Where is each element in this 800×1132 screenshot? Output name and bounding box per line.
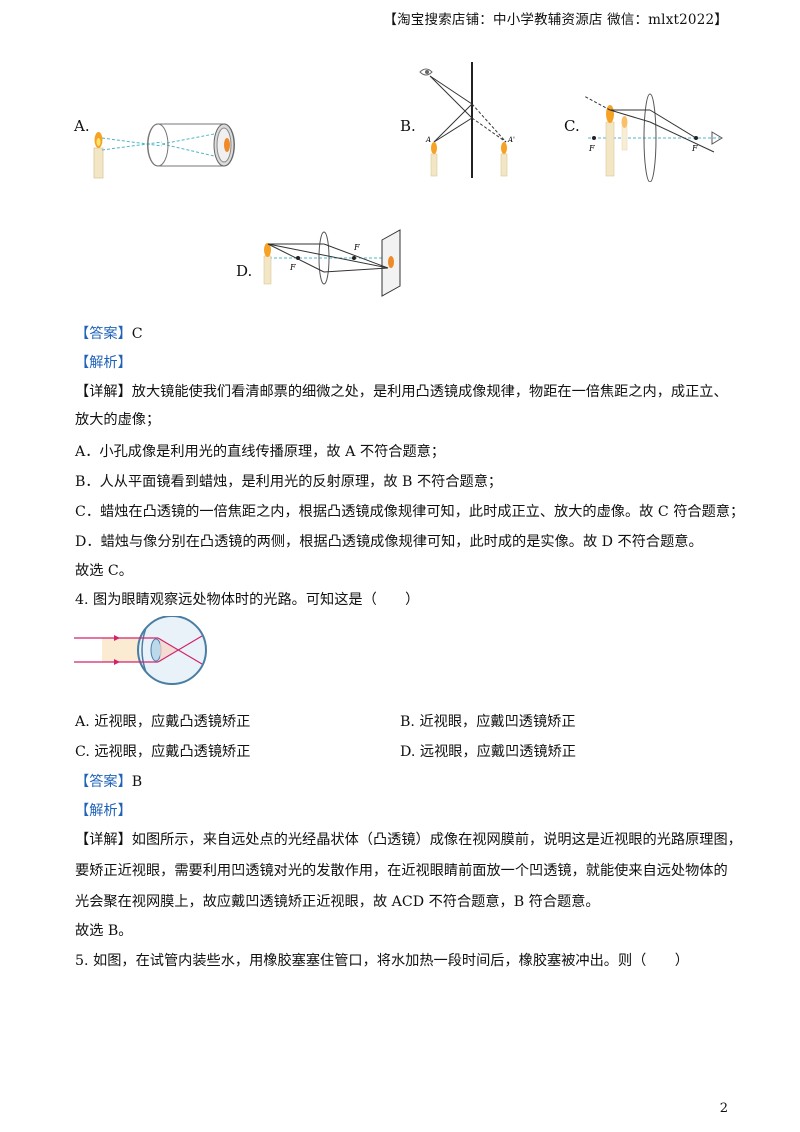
answer-tag: 【答案】 xyxy=(75,774,132,790)
q4-option-a: A. 近视眼，应戴凸透镜矫正 xyxy=(75,714,251,730)
point-a-prime-label: A' xyxy=(507,136,515,144)
q4-stem: 4. 图为眼睛观察远处物体时的光路。可知这是（ ） xyxy=(75,592,420,608)
screen-icon xyxy=(381,229,401,297)
q3-analysis-tag: 【解析】 xyxy=(75,355,132,371)
q5-stem: 5. 如图，在试管内装些水，用橡胶塞塞住管口，将水加热一段时间后，橡胶塞被冲出。… xyxy=(75,953,689,969)
q4-conclusion: 故选 B。 xyxy=(75,923,133,939)
q4-detail-line-2: 要矫正近视眼，需要利用凹透镜对光的发散作用，在近视眼睛前面放一个凹透镜，就能使来… xyxy=(75,863,728,879)
eye-icon xyxy=(711,131,723,145)
focus-right-label: F xyxy=(691,144,698,153)
q3-answer: 【答案】C xyxy=(75,324,143,344)
focus-left-label: F xyxy=(289,263,296,272)
focus-right-label: F xyxy=(353,243,360,252)
focus-left-label: F xyxy=(588,144,595,153)
q3-analysis-d: D．蜡烛与像分别在凸透镜的两侧，根据凸透镜成像规律可知，此时成的是实像。故 D … xyxy=(75,534,703,550)
virtual-image-icon xyxy=(621,116,628,151)
q4-answer: 【答案】B xyxy=(75,772,142,792)
detail-text: 如图所示，来自远处点的光经晶状体（凸透镜）成像在视网膜前，说明这是近视眼的光路原… xyxy=(131,832,742,848)
q4-analysis-tag: 【解析】 xyxy=(75,803,132,819)
q4-option-d: D. 远视眼，应戴凹透镜矫正 xyxy=(400,744,576,760)
option-c-label: C. xyxy=(564,117,580,135)
candle-icon xyxy=(605,105,615,177)
q3-detail-line-2: 放大的虚像； xyxy=(75,412,161,428)
q3-analysis-c: C．蜡烛在凸透镜的一倍焦距之内，根据凸透镜成像规律可知，此时成正立、放大的虚像。… xyxy=(75,504,745,520)
answer-tag: 【答案】 xyxy=(75,326,132,342)
eye-icon xyxy=(419,68,433,76)
detail-tag: 【详解】 xyxy=(75,832,132,848)
q3-analysis-a: A．小孔成像是利用光的直线传播原理，故 A 不符合题意； xyxy=(75,444,446,460)
candle-icon xyxy=(93,132,104,179)
candle-icon xyxy=(430,142,438,177)
eye-lightpath-figure xyxy=(74,616,207,685)
magnifier-figure: F F xyxy=(584,93,723,182)
q4-option-b: B. 近视眼，应戴凹透镜矫正 xyxy=(400,714,576,730)
camera-box-icon xyxy=(147,123,235,167)
point-a-label: A xyxy=(425,136,431,144)
convex-lens-icon xyxy=(318,231,330,285)
pinhole-camera-figure xyxy=(93,123,235,179)
q3-analysis-b: B．人从平面镜看到蜡烛，是利用光的反射原理，故 B 不符合题意； xyxy=(75,474,503,490)
plane-mirror-figure: A A' xyxy=(419,62,515,178)
candle-image-icon xyxy=(500,142,508,177)
q4-option-c: C. 远视眼，应戴凸透镜矫正 xyxy=(75,744,251,760)
option-d-label: D. xyxy=(236,262,253,280)
detail-tag: 【详解】 xyxy=(75,384,132,400)
option-a-label: A. xyxy=(74,117,90,135)
detail-text: 放大镜能使我们看清邮票的细微之处，是利用凸透镜成像规律，物距在一倍焦距之内，成正… xyxy=(131,384,728,400)
answer-value: C xyxy=(131,326,143,342)
q4-detail-line-3: 光会聚在视网膜上，故应戴凹透镜矫正近视眼，故 ACD 不符合题意，B 符合题意。 xyxy=(75,894,600,910)
page-header: 【淘宝搜索店铺：中小学教辅资源店 微信：mlxt2022】 xyxy=(383,12,728,28)
q3-detail-line-1: 【详解】放大镜能使我们看清邮票的细微之处，是利用凸透镜成像规律，物距在一倍焦距之… xyxy=(75,382,728,402)
convex-lens-icon xyxy=(643,93,657,182)
projector-figure: F F xyxy=(263,229,401,297)
q4-detail-line-1: 【详解】如图所示，来自远处点的光经晶状体（凸透镜）成像在视网膜前，说明这是近视眼… xyxy=(75,830,742,850)
page-number: 2 xyxy=(719,1101,728,1116)
answer-value: B xyxy=(131,774,143,790)
q3-conclusion: 故选 C。 xyxy=(75,563,133,579)
candle-icon xyxy=(263,243,272,285)
option-b-label: B. xyxy=(400,117,416,135)
